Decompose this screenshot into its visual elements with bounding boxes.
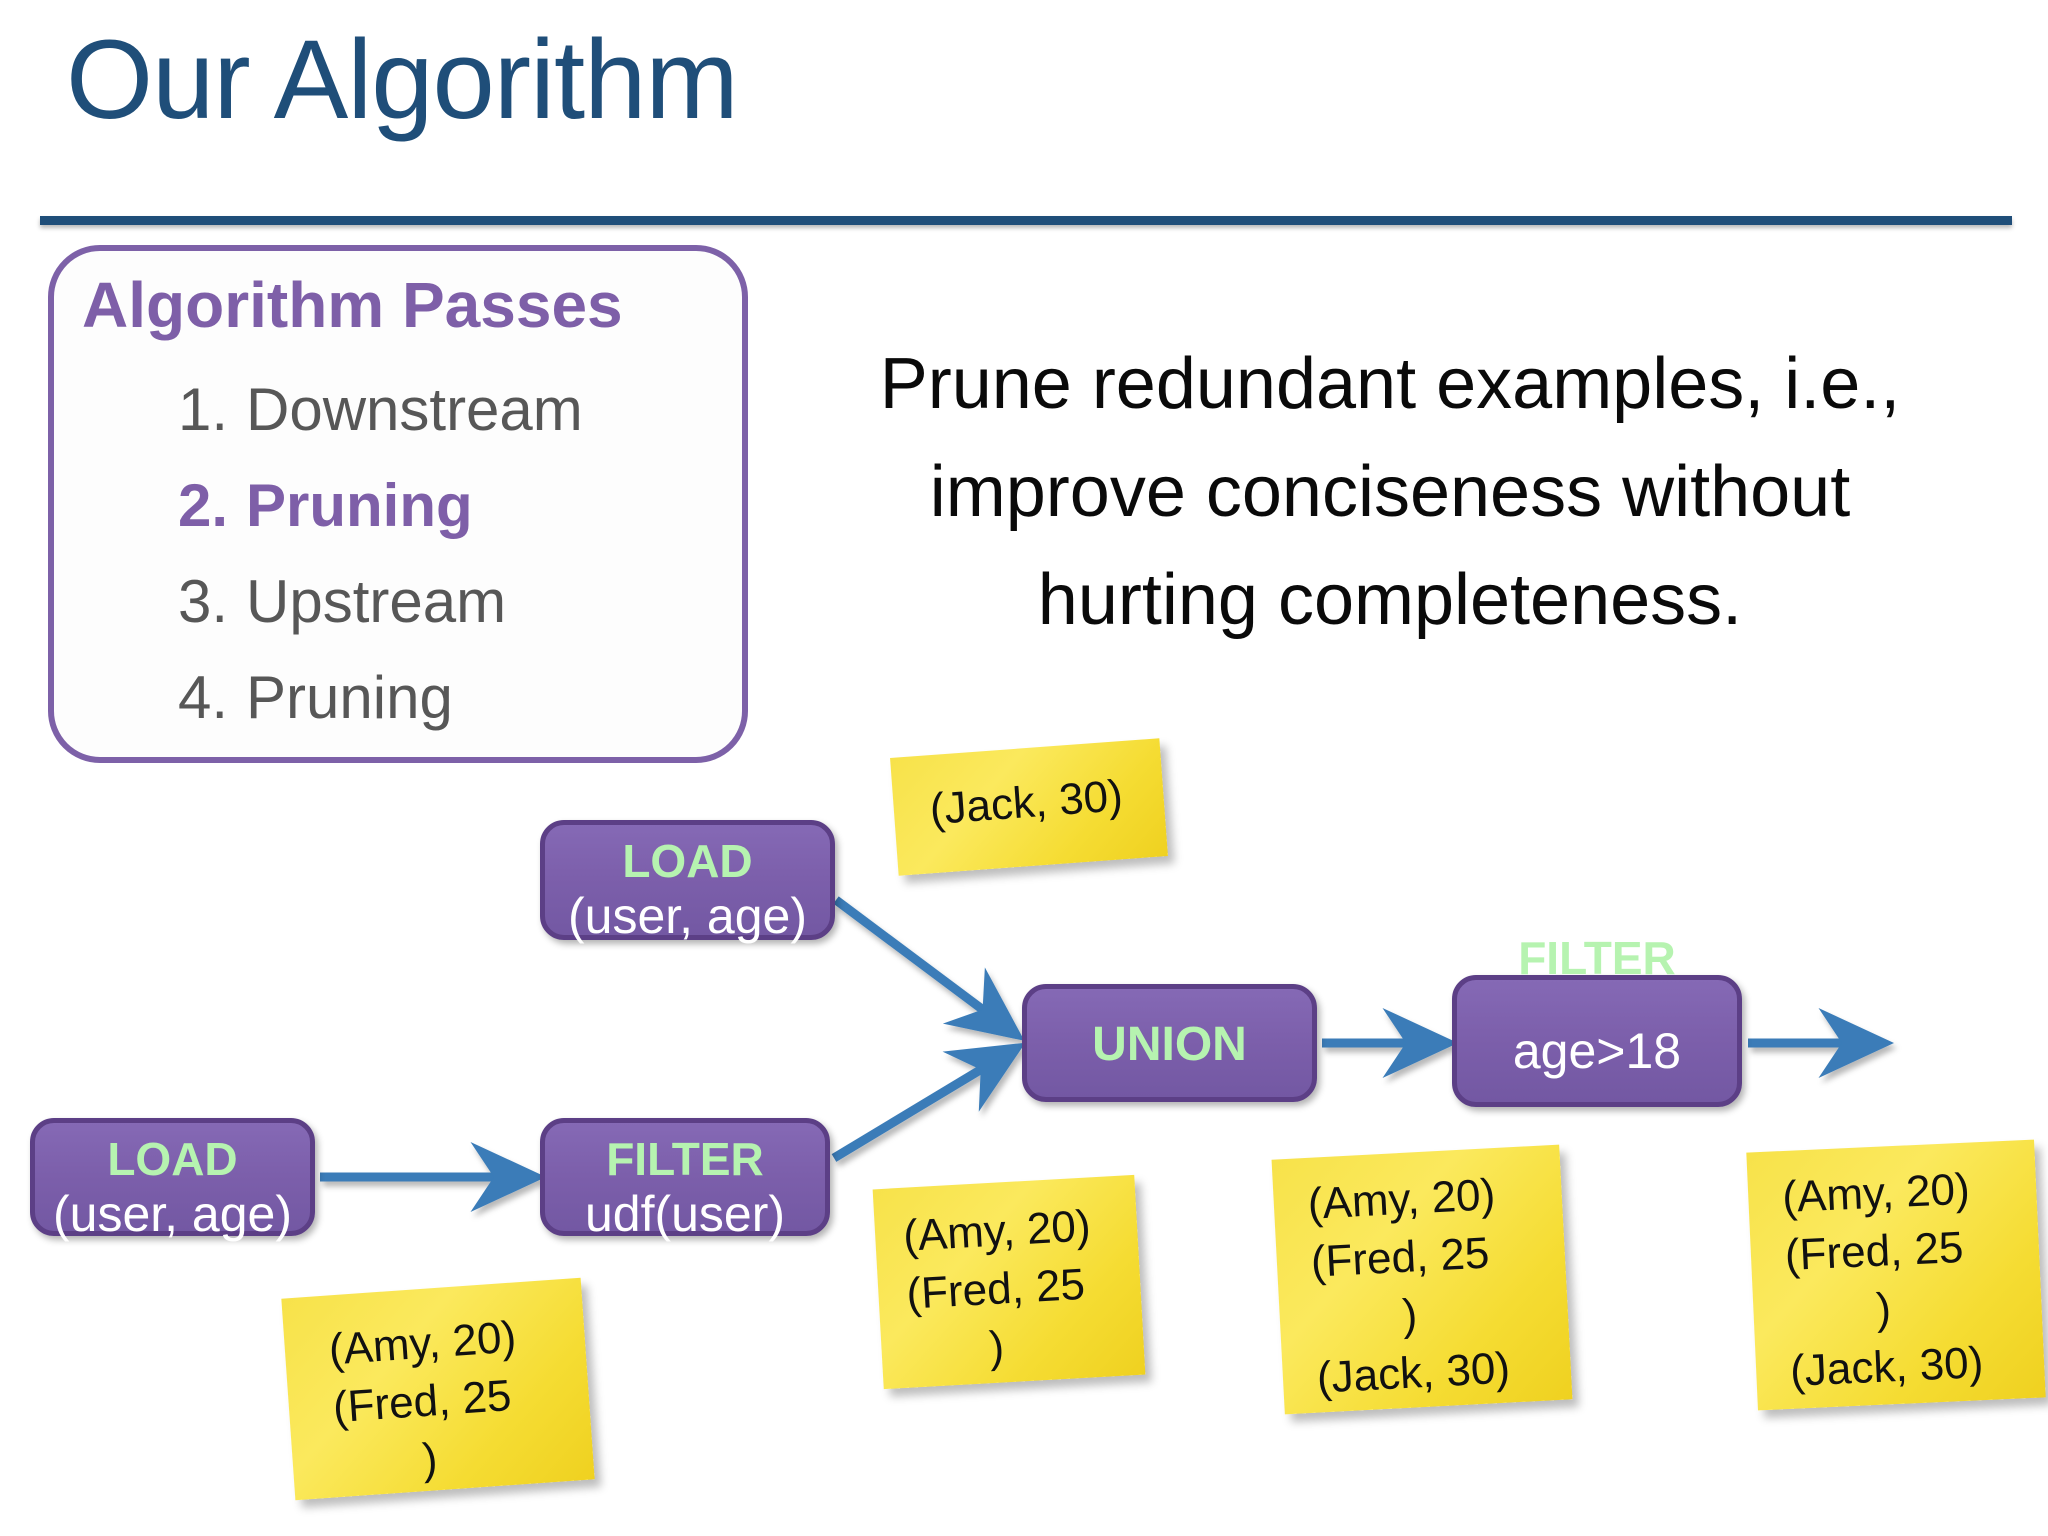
node-filter-age-operator: FILTER — [1518, 932, 1676, 984]
statement-text: Prune redundant examples, i.e., improve … — [790, 330, 1990, 654]
list-item-pass-2: 2. Pruning — [178, 458, 718, 554]
sticky-note-final-output-row-4: (Jack, 30) — [1789, 1338, 1985, 1396]
node-load-top-operator: LOAD — [622, 835, 753, 887]
node-load-bottom-argument: (user, age) — [52, 1186, 292, 1242]
node-union[interactable]: UNION — [1022, 984, 1317, 1102]
node-union-operator: UNION — [1092, 1018, 1247, 1071]
node-load-top-argument: (user, age) — [567, 888, 807, 944]
algorithm-passes-callout — [48, 245, 748, 763]
pass-3-number: 3. — [178, 568, 229, 635]
arrow-filter-udf-to-union — [831, 1042, 1026, 1162]
node-load-bottom-operator: LOAD — [107, 1133, 238, 1185]
node-filter-udf-operator: FILTER — [606, 1133, 764, 1185]
sticky-note-jack: (Jack, 30) — [890, 738, 1168, 876]
node-load-top[interactable]: LOAD (user, age) — [540, 820, 835, 944]
sticky-note-union-output: (Amy, 20) (Fred, 25 ) (Jack, 30) — [1271, 1144, 1573, 1415]
arrow-load-top-to-union — [833, 896, 1025, 1041]
title-underline-rule — [40, 216, 2012, 225]
pass-4-number: 4. — [178, 664, 229, 731]
pass-4-label: Pruning — [246, 664, 453, 731]
page-title: Our Algorithm — [66, 17, 739, 142]
pass-2-number: 2. — [178, 472, 229, 539]
node-filter-udf[interactable]: FILTER udf(user) — [540, 1118, 830, 1242]
pass-1-number: 1. — [178, 376, 229, 443]
sticky-note-load-bottom-output: (Amy, 20) (Fred, 25 ) — [281, 1277, 595, 1501]
sticky-note-filter-udf-output: (Amy, 20) (Fred, 25 ) — [872, 1174, 1146, 1390]
node-load-bottom[interactable]: LOAD (user, age) — [30, 1118, 315, 1242]
statement-line-2: improve conciseness without — [929, 452, 1851, 532]
list-item-pass-1: 1. Downstream — [178, 362, 718, 458]
statement-line-1: Prune redundant examples, i.e., — [879, 344, 1901, 424]
node-filter-age[interactable]: FILTER age>18 — [1452, 932, 1742, 1107]
sticky-note-jack-row-1: (Jack, 30) — [928, 771, 1125, 835]
algorithm-passes-list: 1. Downstream 2. Pruning 3. Upstream 4. Prun… — [178, 362, 718, 746]
list-item-pass-4: 4. Pruning — [178, 650, 718, 746]
pass-3-label: Upstream — [246, 568, 507, 635]
pass-1-label: Downstream — [246, 376, 583, 443]
node-filter-udf-argument: udf(user) — [584, 1186, 786, 1242]
list-item-pass-3: 3. Upstream — [178, 554, 718, 650]
sticky-note-final-output: (Amy, 20) (Fred, 25 ) (Jack, 30) — [1746, 1139, 2046, 1411]
sticky-note-union-output-row-4: (Jack, 30) — [1315, 1343, 1512, 1403]
node-filter-age-argument: age>18 — [1512, 1023, 1682, 1079]
algorithm-passes-heading: Algorithm Passes — [82, 269, 623, 341]
statement-line-3: hurting completeness. — [1037, 560, 1743, 640]
pass-2-label: Pruning — [246, 472, 473, 539]
